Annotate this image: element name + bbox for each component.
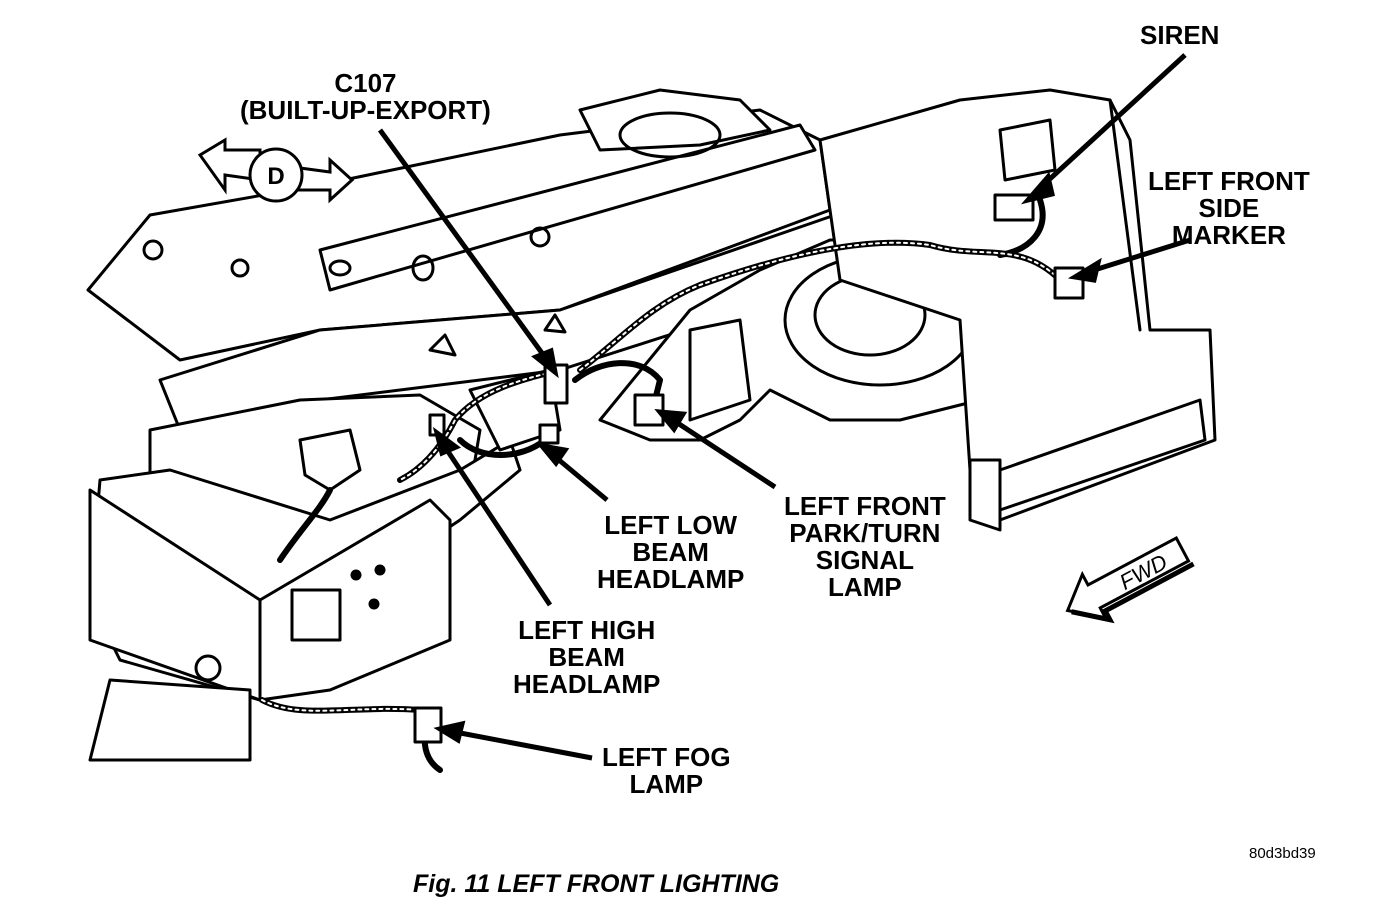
connectors — [413, 193, 1085, 744]
label-c107: C107 (BUILT-UP-EXPORT) — [240, 68, 491, 125]
label-siren: SIREN — [1140, 20, 1220, 50]
label-left-front-park-turn-signal-lamp: LEFT FRONT PARK/TURN SIGNAL LAMP — [784, 491, 946, 602]
label-left-front-side-marker: LEFT FRONT SIDE MARKER — [1148, 166, 1310, 250]
direction-d-label: D — [267, 163, 284, 190]
label-left-high-beam-headlamp: LEFT HIGH BEAM HEADLAMP — [513, 615, 661, 699]
leader-lines — [377, 53, 1191, 761]
label-left-fog-lamp: LEFT FOG LAMP — [602, 742, 731, 799]
direction-arrow-d: D — [197, 137, 355, 204]
label-left-low-beam-headlamp: LEFT LOW BEAM HEADLAMP — [597, 510, 745, 594]
figure-caption: Fig. 11 LEFT FRONT LIGHTING — [413, 870, 780, 898]
figure-reference-code: 80d3bd39 — [1249, 845, 1316, 862]
fwd-arrow: FWD — [1065, 535, 1195, 624]
